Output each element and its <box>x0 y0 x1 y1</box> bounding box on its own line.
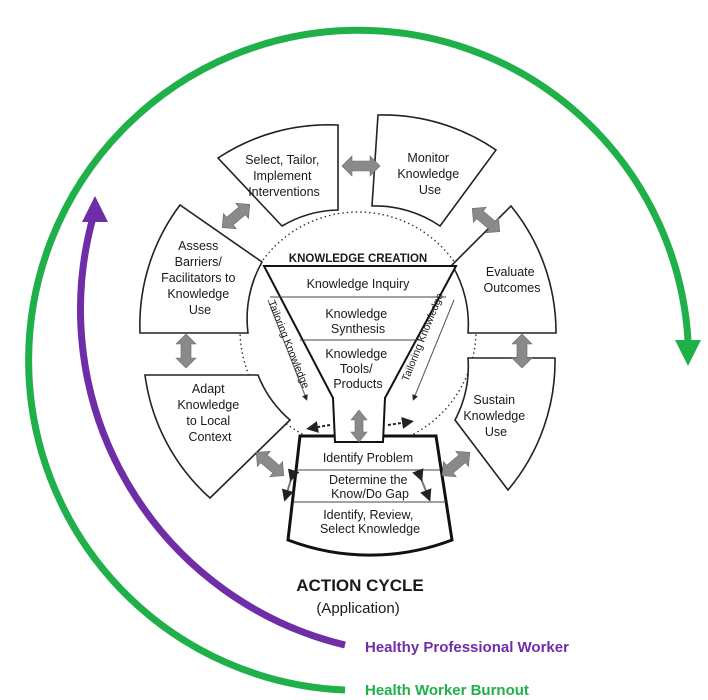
double-arrow-funnel-bottom <box>350 409 368 443</box>
knowledge-creation-title: KNOWLEDGE CREATION <box>289 253 427 265</box>
double-arrow-assess-adapt <box>175 333 197 369</box>
segment-evaluate <box>450 204 557 334</box>
segment-assess <box>139 203 264 334</box>
tailoring-arrow-left <box>267 299 308 401</box>
segment-adapt <box>144 374 292 500</box>
knowledge-funnel <box>262 265 458 443</box>
segment-bottom-block <box>286 434 454 557</box>
dashed-arrow-right <box>387 416 414 429</box>
assess-label: Assess Barriers/ Facilitators to Knowled… <box>161 239 239 317</box>
sustain-label: Sustain Knowledge Use <box>463 393 528 439</box>
dashed-arrow-left <box>306 421 331 433</box>
double-arrow-select-monitor <box>341 155 381 177</box>
segment-select-tailor <box>216 123 339 228</box>
healthy-arrowhead <box>82 196 108 222</box>
select-tailor-label: Select, Tailor, Implement Interventions <box>245 153 323 199</box>
burnout-arrowhead <box>675 340 701 366</box>
action-cycle-subtitle: (Application) <box>316 600 399 617</box>
segment-monitor <box>371 114 498 228</box>
knowledge-synthesis-label: Knowledge Synthesis <box>325 307 390 336</box>
monitor-label: Monitor Knowledge Use <box>397 151 462 197</box>
select-knowledge-label: Identify, Review, Select Knowledge <box>320 508 420 536</box>
burnout-arc <box>25 26 692 694</box>
segment-sustain <box>454 357 556 492</box>
burnout-label: Health Worker Burnout <box>365 682 529 699</box>
bottom-right-vertical-arrow <box>412 468 432 502</box>
double-arrow-monitor-evaluate <box>471 206 501 234</box>
healthy-arc <box>77 213 346 649</box>
adapt-label: Adapt Knowledge to Local Context <box>177 382 242 444</box>
knowledge-tools-label: Knowledge Tools/ Products <box>325 347 390 391</box>
evaluate-label: Evaluate Outcomes <box>484 265 541 295</box>
tailoring-arrow-right <box>412 299 455 401</box>
healthy-worker-label: Healthy Professional Worker <box>365 639 569 656</box>
knowledge-inquiry-label: Knowledge Inquiry <box>307 277 411 291</box>
action-cycle-title: ACTION CYCLE <box>296 576 424 595</box>
bottom-left-vertical-arrow <box>281 468 300 502</box>
double-arrow-sustain-bottom <box>441 450 471 478</box>
know-do-gap-label: Determine the Know/Do Gap <box>329 473 411 501</box>
double-arrow-evaluate-sustain <box>511 333 533 369</box>
double-arrow-assess-select <box>221 202 251 230</box>
identify-problem-label: Identify Problem <box>323 451 413 465</box>
